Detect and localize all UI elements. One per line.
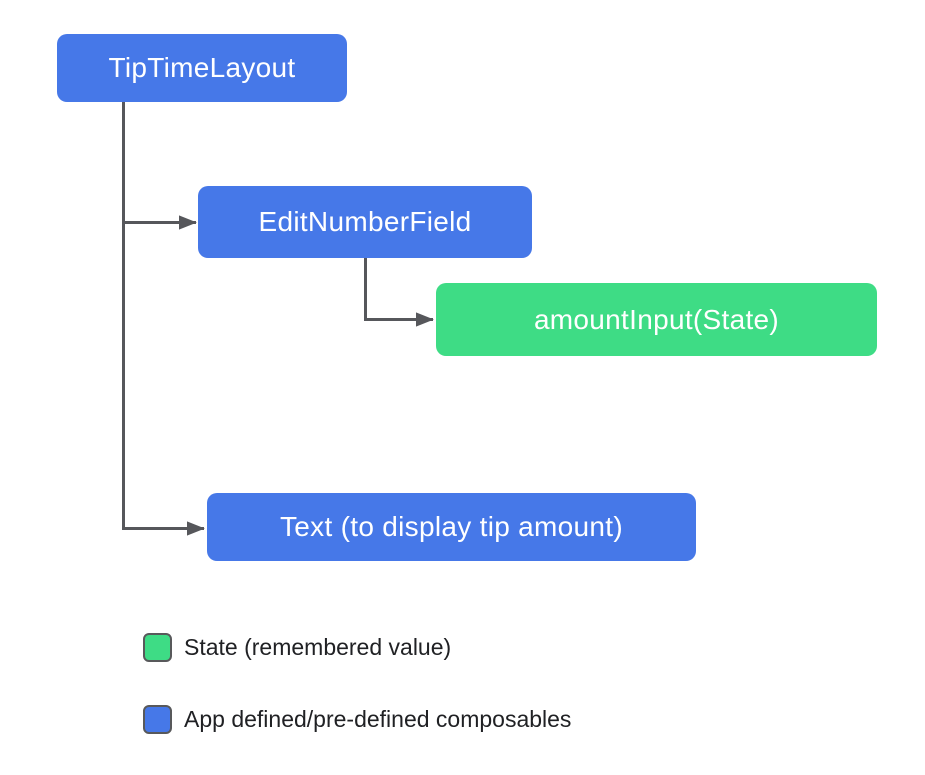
node-amountinput-state-label: amountInput(State) bbox=[533, 303, 780, 335]
legend-label-composables: App defined/pre-defined composables bbox=[184, 706, 572, 732]
node-tiptimelayout: TipTimeLayout bbox=[57, 34, 347, 102]
node-amountinput-state: amountInput(State) bbox=[436, 283, 877, 356]
legend-swatch-composable-blue bbox=[143, 705, 172, 734]
legend-label-state: State (remembered value) bbox=[184, 634, 452, 660]
node-editnumberfield: EditNumberField bbox=[198, 186, 532, 258]
node-tiptimelayout-label: TipTimeLayout bbox=[108, 52, 296, 83]
node-text-tip-amount-label: Text (to display tip amount) bbox=[280, 511, 623, 542]
node-editnumberfield-label: EditNumberField bbox=[258, 206, 472, 237]
legend-item-composables: App defined/pre-defined composables bbox=[143, 705, 571, 734]
node-text-tip-amount: Text (to display tip amount) bbox=[207, 493, 696, 561]
edge-editnumberfield-amountinput bbox=[364, 258, 434, 327]
legend-swatch-state-green bbox=[143, 633, 172, 662]
edge-tiptimelayout-text bbox=[122, 102, 205, 536]
legend-item-state: State (remembered value) bbox=[143, 633, 451, 662]
